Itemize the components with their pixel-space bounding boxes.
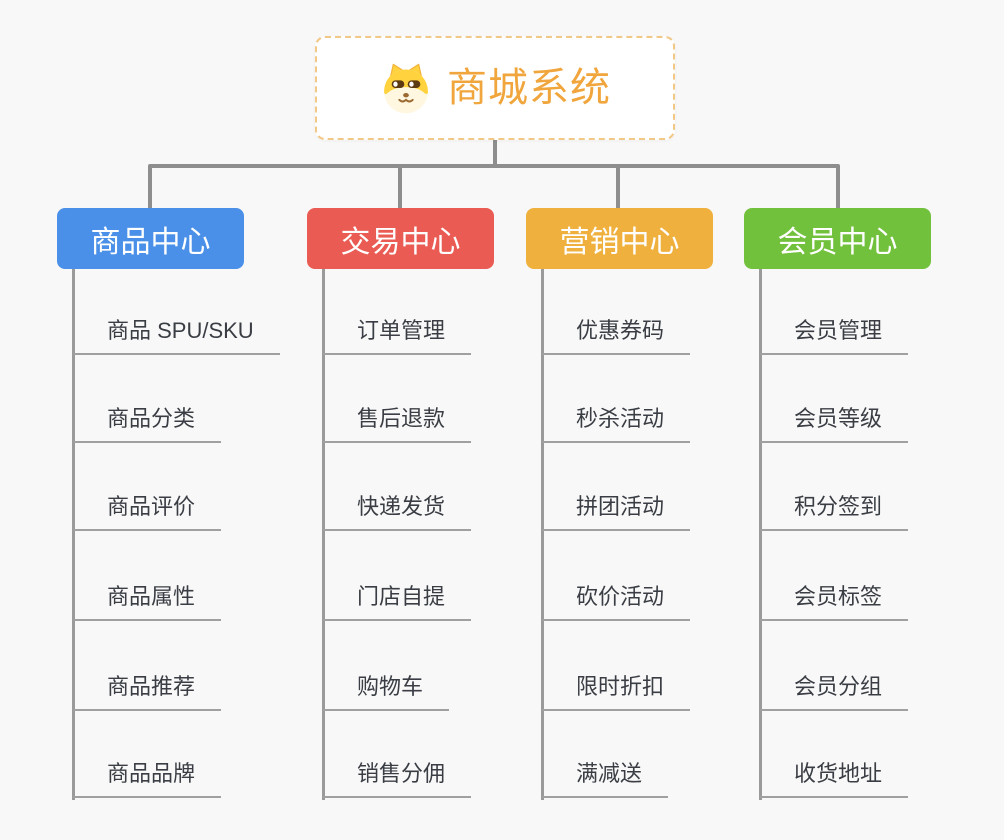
branch-trunk-line: [72, 269, 75, 800]
leaf-node[interactable]: 订单管理: [323, 315, 472, 355]
leaf-node[interactable]: 积分签到: [760, 491, 909, 531]
branch-2: 交易中心订单管理售后退款快递发货门店自提购物车销售分佣: [307, 208, 557, 808]
leaf-node[interactable]: 快递发货: [323, 491, 472, 531]
leaf-node[interactable]: 购物车: [323, 671, 450, 711]
branch-header[interactable]: 营销中心: [526, 208, 713, 269]
root-title: 商城系统: [447, 66, 611, 110]
leaf-node[interactable]: 砍价活动: [542, 581, 691, 621]
leaf-node[interactable]: 商品评价: [73, 491, 222, 531]
leaf-node[interactable]: 会员等级: [760, 403, 909, 443]
branch-trunk-line: [322, 269, 325, 800]
branch-trunk-line: [541, 269, 544, 800]
leaf-node[interactable]: 商品推荐: [73, 671, 222, 711]
leaf-node[interactable]: 销售分佣: [323, 758, 472, 798]
leaf-node[interactable]: 商品属性: [73, 581, 222, 621]
leaf-node[interactable]: 满减送: [542, 758, 669, 798]
root-node[interactable]: 商城系统: [315, 36, 675, 140]
branch-header[interactable]: 交易中心: [307, 208, 494, 269]
branch-header[interactable]: 会员中心: [744, 208, 931, 269]
leaf-node[interactable]: 秒杀活动: [542, 403, 691, 443]
branch-trunk-line: [759, 269, 762, 800]
leaf-node[interactable]: 会员分组: [760, 671, 909, 711]
leaf-node[interactable]: 门店自提: [323, 581, 472, 621]
branch-4: 会员中心会员管理会员等级积分签到会员标签会员分组收货地址: [744, 208, 994, 808]
leaf-node[interactable]: 商品分类: [73, 403, 222, 443]
leaf-node[interactable]: 拼团活动: [542, 491, 691, 531]
branch-1: 商品中心商品 SPU/SKU 商品分类商品评价商品属性商品推荐商品品牌: [57, 208, 307, 808]
leaf-node[interactable]: 售后退款: [323, 403, 472, 443]
leaf-node[interactable]: 收货地址: [760, 758, 909, 798]
leaf-node[interactable]: 商品 SPU/SKU: [73, 315, 280, 355]
branch-3: 营销中心优惠券码秒杀活动拼团活动砍价活动限时折扣满减送: [526, 208, 776, 808]
leaf-node[interactable]: 限时折扣: [542, 671, 691, 711]
leaf-node[interactable]: 商品品牌: [73, 758, 222, 798]
branch-header[interactable]: 商品中心: [57, 208, 244, 269]
leaf-node[interactable]: 优惠券码: [542, 315, 691, 355]
leaf-node[interactable]: 会员标签: [760, 581, 909, 621]
leaf-node[interactable]: 会员管理: [760, 315, 909, 355]
dog-face-icon: [379, 61, 433, 115]
